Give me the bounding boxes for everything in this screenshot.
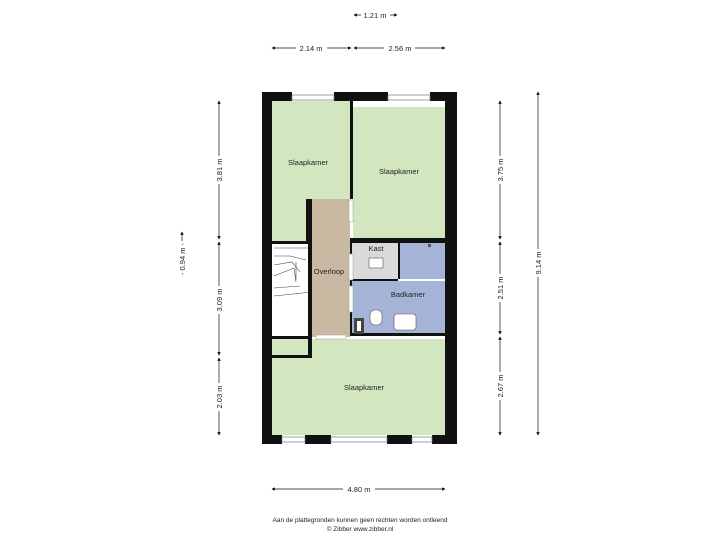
bathroom-shower-fill: [400, 243, 445, 279]
walls: [262, 92, 457, 444]
dim-right-middle: 2.51 m: [496, 277, 505, 300]
dim-left-outer: - 0.94 m -: [178, 242, 187, 275]
bedroom-top-right-fill: [353, 107, 445, 238]
windows: [281, 94, 433, 443]
shower-drain: [428, 244, 431, 247]
footer-copyright: © Zibber www.zibber.nl: [326, 526, 394, 533]
room-label-closet: Kast: [368, 244, 384, 253]
footer-disclaimer: Aan de plattegronden kunnen geen rechten…: [272, 517, 448, 524]
radiator-inset: [357, 321, 361, 331]
room-label-hallway: Overloop: [314, 267, 344, 276]
dim-top-left: 2.14 m: [300, 44, 323, 53]
dim-top-right: 2.56 m: [389, 44, 412, 53]
dim-left-top: 3.81 m: [215, 159, 224, 182]
toilet: [369, 309, 383, 326]
room-label-bathroom: Badkamer: [391, 290, 426, 299]
room-label-bedroom-bottom: Slaapkamer: [344, 383, 385, 392]
dim-bottom-width: 4.80 m: [348, 485, 371, 494]
closet-fixture: [368, 257, 384, 269]
dim-top-small: 1.21 m: [364, 11, 387, 20]
sink: [393, 313, 417, 331]
dim-right-bottom: 2.67 m: [496, 375, 505, 398]
door-openings: [315, 199, 354, 340]
staircase: [273, 247, 313, 297]
hallway-fill: [312, 199, 350, 337]
dim-left-middle: 3.09 m: [215, 289, 224, 312]
room-label-bedroom-top-left: Slaapkamer: [288, 158, 329, 167]
dim-right-total: 9.14 m: [534, 252, 543, 275]
dim-left-bottom: 2.03 m: [215, 386, 224, 409]
dim-right-top: 3.75 m: [496, 159, 505, 182]
room-label-bedroom-top-right: Slaapkamer: [379, 167, 420, 176]
